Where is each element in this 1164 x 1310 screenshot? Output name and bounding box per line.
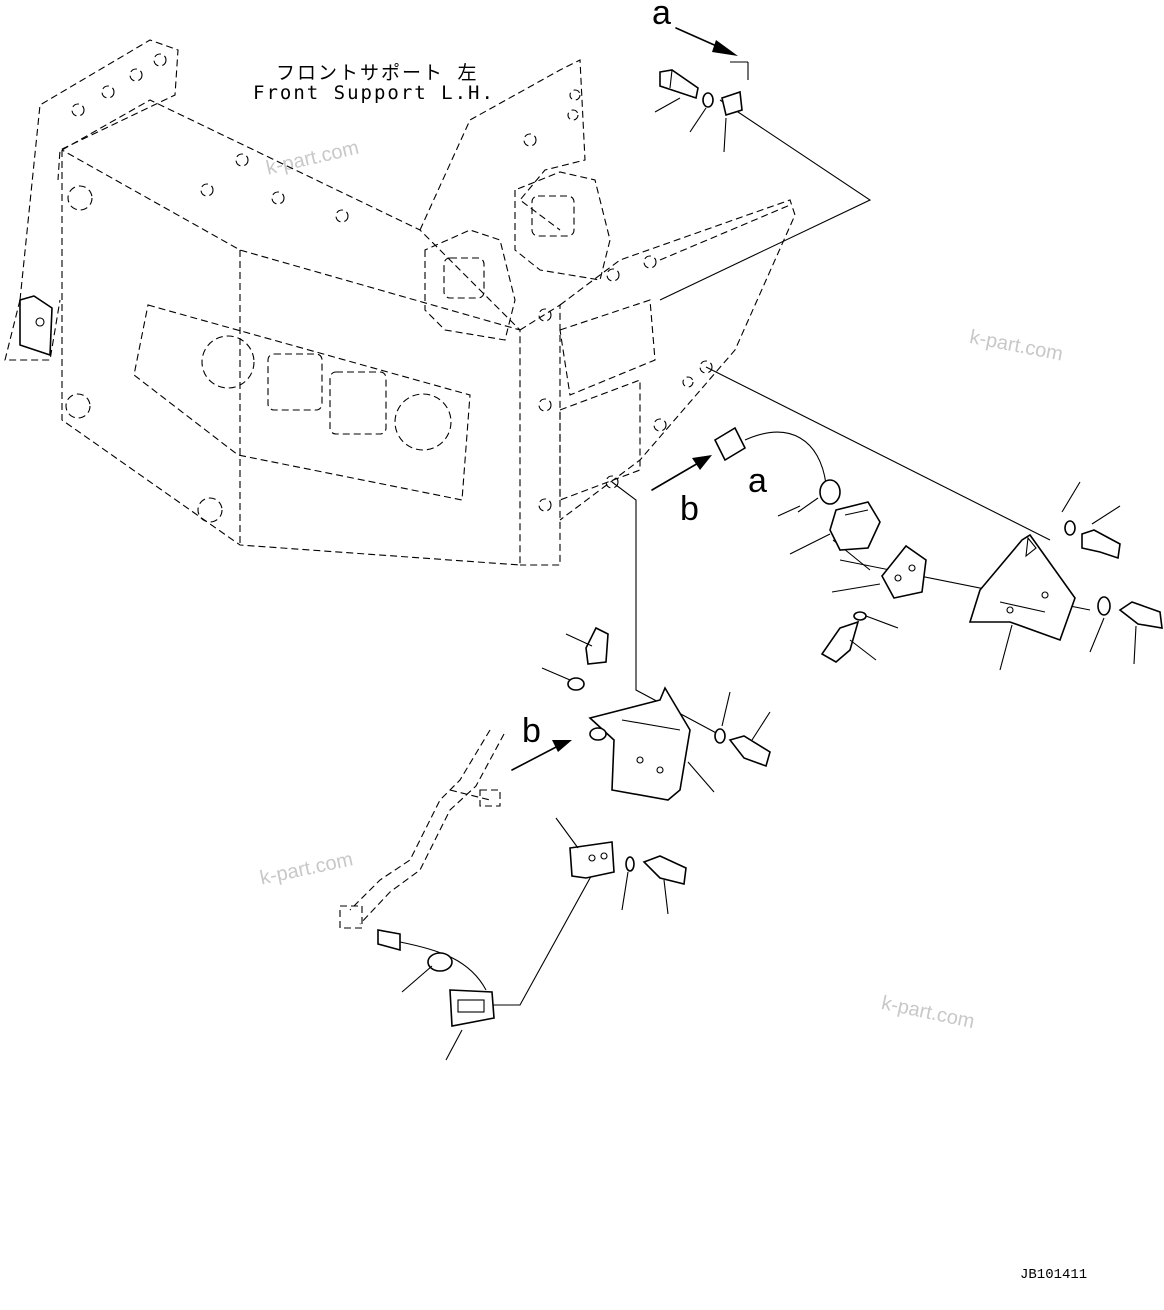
lower-harness-sensor <box>377 929 495 1061</box>
arrow-b-mid <box>651 455 712 491</box>
front-support-frame <box>4 39 796 566</box>
lower-small-bracket <box>555 817 687 915</box>
view-letter-a-top: a <box>652 0 671 32</box>
upper-large-bracket <box>968 533 1076 671</box>
title-english: Front Support L.H. <box>253 82 495 104</box>
arrow-b-low <box>511 740 572 771</box>
drawing-code: JB101411 <box>1020 1267 1088 1283</box>
lower-large-bracket <box>588 686 715 801</box>
title-japanese: フロントサポート 左 <box>276 62 479 84</box>
arrow-a-top <box>675 27 738 56</box>
view-letter-b-low: b <box>522 712 541 750</box>
reference-lines <box>490 61 1091 1006</box>
lower-phantom-harness <box>339 729 505 929</box>
upper-small-bracket <box>831 544 927 599</box>
top-fastener-group <box>654 69 743 153</box>
view-letter-b-mid: b <box>680 490 699 528</box>
upper-right-fasteners <box>820 481 1163 665</box>
upper-harness-sensor <box>713 426 881 555</box>
lower-fasteners <box>541 626 771 768</box>
view-letter-a-mid: a <box>748 462 767 500</box>
